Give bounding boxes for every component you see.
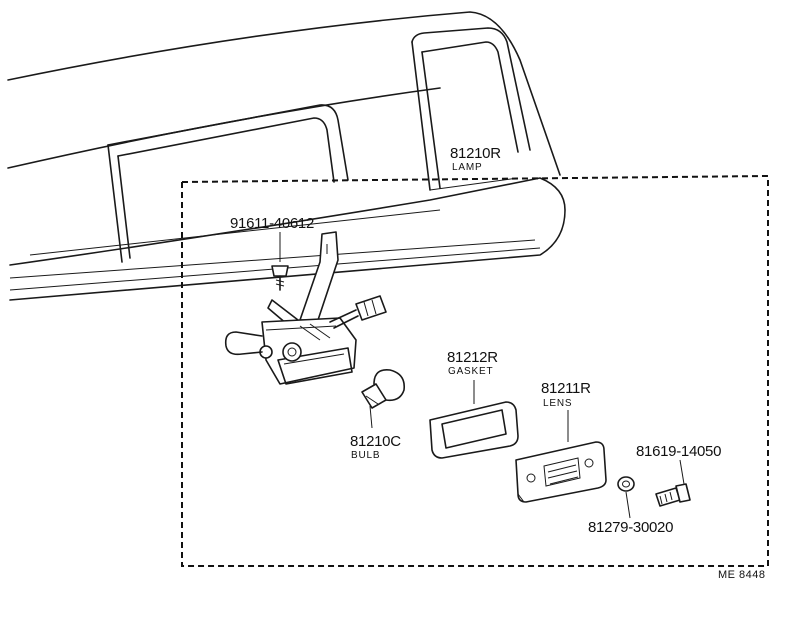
screw-drawing bbox=[271, 232, 289, 291]
lens-part-number: 81211R bbox=[541, 380, 591, 397]
gasket-part-name: GASKET bbox=[448, 366, 493, 377]
reference-code: ME 8448 bbox=[718, 569, 766, 581]
bolt-part-number: 81619-14050 bbox=[636, 443, 721, 460]
washer-part-number: 81279-30020 bbox=[588, 519, 673, 536]
bulb-part-name: BULB bbox=[351, 450, 380, 461]
lamp-part-number: 81210R bbox=[450, 145, 501, 162]
lamp-housing-drawing bbox=[224, 231, 387, 385]
washer-drawing bbox=[617, 476, 635, 519]
assembly-boundary bbox=[181, 174, 769, 567]
bulb-part-number: 81210C bbox=[350, 433, 401, 450]
lens-drawing bbox=[515, 410, 607, 503]
gasket-drawing bbox=[429, 380, 519, 459]
lens-part-name: LENS bbox=[543, 398, 572, 409]
bolt-drawing bbox=[655, 459, 691, 507]
lamp-part-name: LAMP bbox=[452, 162, 482, 173]
screw-part-number: 91611-40612 bbox=[230, 215, 314, 232]
bulb-drawing bbox=[361, 368, 406, 429]
gasket-part-number: 81212R bbox=[447, 349, 498, 366]
